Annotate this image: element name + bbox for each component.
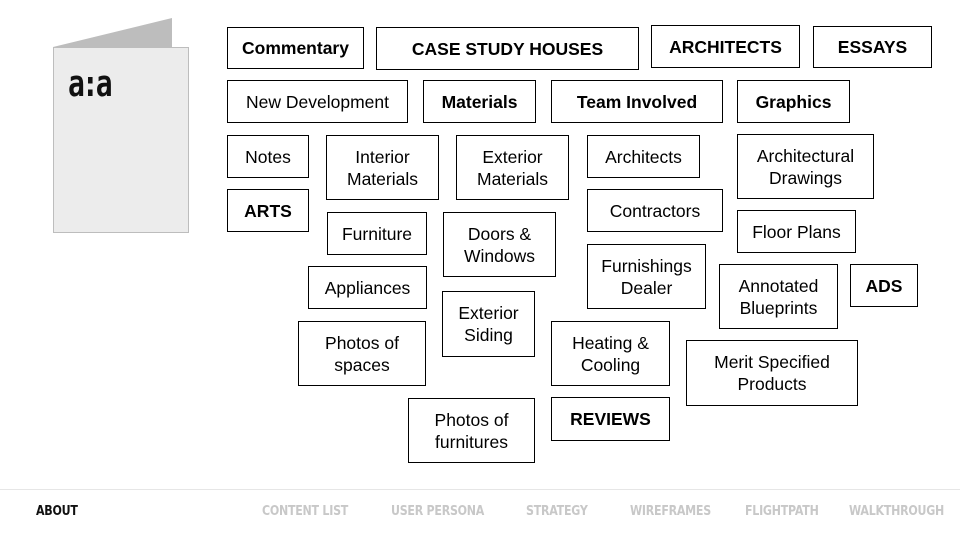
box-case-study-houses: CASE STUDY HOUSES	[376, 27, 639, 70]
box-ads: ADS	[850, 264, 918, 307]
box-new-development: New Development	[227, 80, 408, 123]
box-photos-of-furnitures: Photos of furnitures	[408, 398, 535, 463]
box-architects: Architects	[587, 135, 700, 178]
logo: a:a	[68, 62, 113, 105]
box-annotated-blueprints: Annotated Blueprints	[719, 264, 838, 329]
nav-about[interactable]: ABOUT	[36, 504, 78, 519]
box-exterior-siding: Exterior Siding	[442, 291, 535, 357]
box-photos-of-spaces: Photos of spaces	[298, 321, 426, 386]
box-furniture: Furniture	[327, 212, 427, 255]
box-commentary: Commentary	[227, 27, 364, 69]
nav-strategy[interactable]: STRATEGY	[526, 504, 588, 519]
box-exterior-materials: Exterior Materials	[456, 135, 569, 200]
bottom-nav: ABOUT CONTENT LIST USER PERSONA STRATEGY…	[0, 489, 960, 541]
nav-wireframes[interactable]: WIREFRAMES	[630, 504, 711, 519]
box-notes: Notes	[227, 135, 309, 178]
box-arts: ARTS	[227, 189, 309, 232]
box-contractors: Contractors	[587, 189, 723, 232]
box-team-involved: Team Involved	[551, 80, 723, 123]
nav-flightpath[interactable]: FLIGHTPATH	[745, 504, 819, 519]
box-architectural-drawings: Architectural Drawings	[737, 134, 874, 199]
magazine-folder-thumbnail: a:a	[53, 18, 189, 233]
nav-content-list[interactable]: CONTENT LIST	[262, 504, 349, 519]
box-merit-specified-products: Merit Specified Products	[686, 340, 858, 406]
box-architects-top: ARCHITECTS	[651, 25, 800, 68]
box-doors-windows: Doors & Windows	[443, 212, 556, 277]
box-essays: ESSAYS	[813, 26, 932, 68]
folder-front: a:a	[53, 47, 189, 233]
box-furnishings-dealer: Furnishings Dealer	[587, 244, 706, 309]
box-graphics: Graphics	[737, 80, 850, 123]
folder-tab-shape	[53, 18, 172, 47]
nav-user-persona[interactable]: USER PERSONA	[391, 504, 485, 519]
box-interior-materials: Interior Materials	[326, 135, 439, 200]
box-heating-cooling: Heating & Cooling	[551, 321, 670, 386]
box-materials: Materials	[423, 80, 536, 123]
box-appliances: Appliances	[308, 266, 427, 309]
nav-walkthrough[interactable]: WALKTHROUGH	[849, 504, 945, 519]
box-floor-plans: Floor Plans	[737, 210, 856, 253]
box-reviews: REVIEWS	[551, 397, 670, 441]
